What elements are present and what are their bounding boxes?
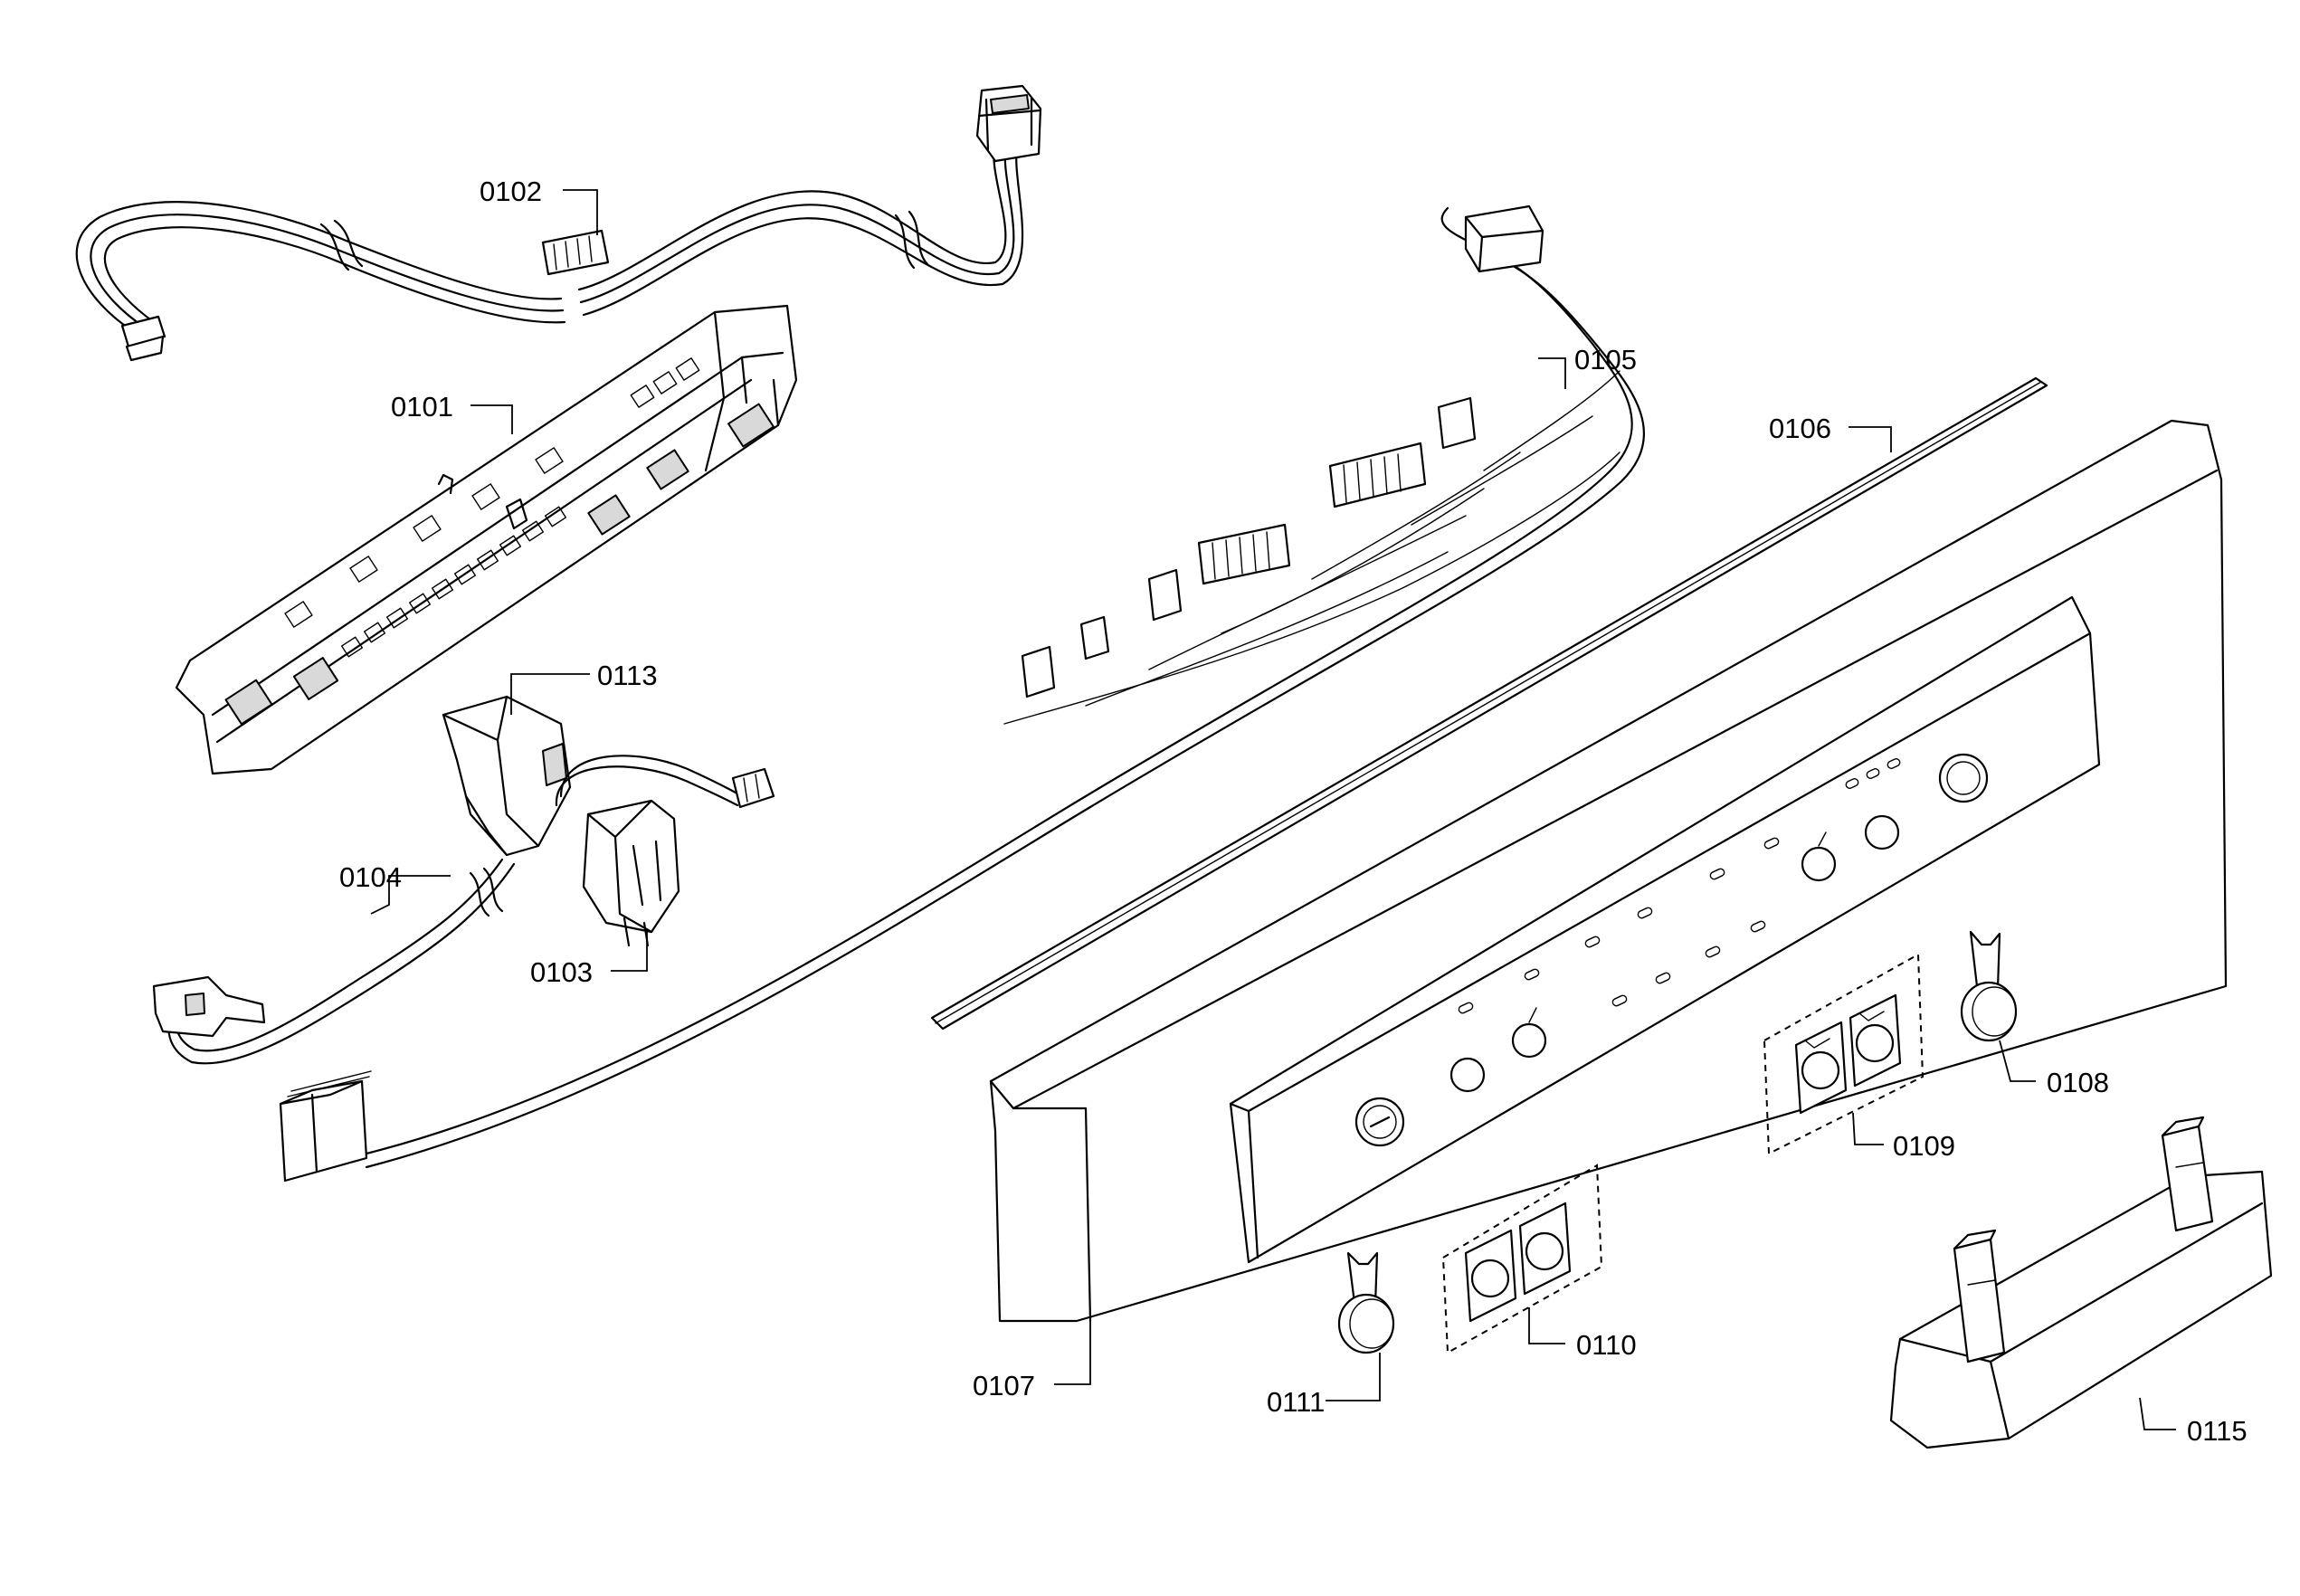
part-0108-knob [1960, 930, 2018, 1042]
part-0110-button-set [1441, 1164, 1603, 1354]
label-0103: 0103 [530, 956, 593, 988]
label-0102: 0102 [480, 176, 542, 207]
part-0105-wire-harness [365, 204, 1646, 1169]
label-0101: 0101 [391, 391, 453, 423]
part-0102-wire-harness [75, 84, 1042, 362]
leader-lines [370, 189, 2176, 1430]
label-0113: 0113 [597, 660, 658, 691]
part-0113-door-switch-housing [442, 695, 572, 857]
label-0104: 0104 [339, 861, 402, 893]
part-0115-bracket [1889, 1116, 2273, 1449]
part-0109-button-set [1763, 953, 1925, 1155]
label-0109: 0109 [1893, 1130, 1955, 1162]
part-labels: 0101 0102 0103 0104 0105 0106 0107 0108 … [339, 176, 2248, 1447]
label-0115: 0115 [2187, 1415, 2248, 1447]
label-0107: 0107 [973, 1370, 1035, 1401]
label-0106: 0106 [1769, 413, 1831, 444]
label-0105: 0105 [1574, 344, 1637, 375]
part-0101-control-module [175, 304, 798, 775]
label-0110: 0110 [1576, 1329, 1637, 1361]
part-0104-wire-harness [152, 858, 516, 1183]
label-0108: 0108 [2047, 1067, 2109, 1098]
part-0107-control-panel [989, 419, 2228, 1323]
part-0106-trim-strip [930, 376, 2048, 1031]
label-0111: 0111 [1267, 1386, 1325, 1418]
part-0111-knob [1337, 1251, 1395, 1354]
part-0103-door-switch [555, 755, 775, 947]
